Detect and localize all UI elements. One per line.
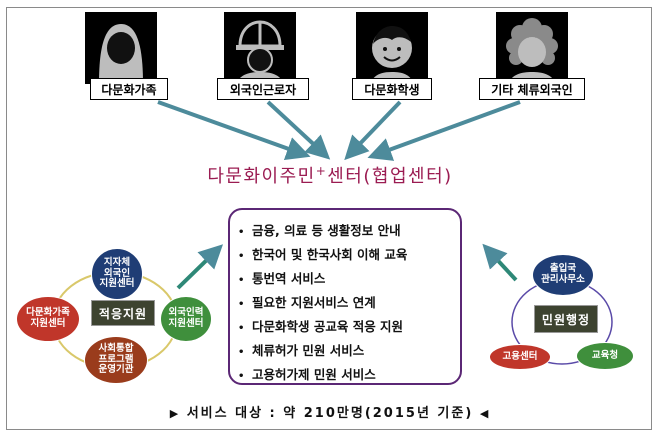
service-item: • 금융, 의료 등 생활정보 안내 [238, 219, 460, 243]
center-title-main: 다문화이주민 [207, 166, 316, 187]
group-label-student: 다문화학생 [352, 78, 432, 100]
service-item: • 필요한 지원서비스 연계 [238, 291, 460, 315]
service-item: • 다문화학생 공교육 적응 지원 [238, 315, 460, 339]
center-title: 다문화이주민+센터(협업센터) [150, 162, 510, 188]
curly-hair-person-icon [496, 12, 568, 84]
service-item: • 한국어 및 한국사회 이해 교육 [238, 243, 460, 267]
node-foreign-workforce-center: 외국인력 지원센터 [160, 296, 212, 342]
bullet: • [238, 371, 245, 382]
service-item-text: 다문화학생 공교육 적응 지원 [252, 319, 404, 334]
service-item-text: 고용허가제 민원 서비스 [252, 367, 376, 382]
woman-icon [85, 12, 157, 84]
service-item-text: 통번역 서비스 [252, 271, 326, 286]
service-item: • 체류허가 민원 서비스 [238, 339, 460, 363]
center-title-sup: + [315, 164, 328, 178]
service-item-text: 필요한 지원서비스 연계 [252, 295, 376, 310]
service-item-text: 금융, 의료 등 생활정보 안내 [252, 223, 401, 238]
diagram-frame [6, 7, 652, 430]
right-marker: ◀ [479, 407, 491, 420]
arrow-student-to-center [344, 100, 402, 161]
service-item: • 고용허가제 민원 서비스 [238, 363, 460, 387]
footer-text: 서비스 대상 : 약 210만명(2015년 기준) [186, 406, 474, 421]
bullet: • [238, 323, 245, 334]
left-marker: ▶ [169, 407, 181, 420]
civil-administration-label: 민원행정 [534, 305, 598, 333]
child-icon [356, 12, 428, 84]
services-box: • 금융, 의료 등 생활정보 안내 • 한국어 및 한국사회 이해 교육 • 통번역… [228, 208, 462, 385]
arrow-left-cluster-to-box [176, 244, 224, 290]
bullet: • [238, 251, 245, 262]
node-local-gov-center: 지자체 외국인 지원센터 [91, 248, 143, 300]
bullet: • [238, 299, 245, 310]
group-label-worker: 외국인근로자 [217, 78, 309, 100]
arrow-other-to-center [367, 100, 521, 161]
service-item: • 통번역 서비스 [238, 267, 460, 291]
arrow-right-cluster-to-box [482, 243, 518, 282]
node-education-office: 교육청 [576, 342, 634, 370]
node-multicultural-family-center: 다문화가족 지원센터 [16, 296, 80, 342]
bullet: • [238, 227, 245, 238]
adaptation-support-label: 적응지원 [91, 300, 155, 326]
arrow-worker-to-center [266, 100, 331, 160]
arrow-family-to-center [157, 100, 311, 160]
service-item-text: 한국어 및 한국사회 이해 교육 [252, 247, 408, 262]
service-item-text: 체류허가 민원 서비스 [252, 343, 365, 358]
node-employment-center: 고용센터 [489, 344, 551, 370]
node-social-integration-program: 사회통합 프로그램 운영기관 [84, 336, 148, 384]
services-list: • 금융, 의료 등 생활정보 안내 • 한국어 및 한국사회 이해 교육 • 통번역… [230, 210, 460, 387]
worker-helmet-icon [224, 12, 296, 84]
center-title-rest: 센터(협업센터) [327, 166, 453, 187]
bullet: • [238, 347, 245, 358]
bullet: • [238, 275, 245, 286]
group-label-family: 다문화가족 [90, 78, 168, 100]
group-label-other: 기타 체류외국인 [479, 78, 585, 100]
node-immigration-office: 출입국 관리사무소 [532, 254, 594, 296]
service-target-footer: ▶ 서비스 대상 : 약 210만명(2015년 기준) ◀ [120, 402, 540, 421]
